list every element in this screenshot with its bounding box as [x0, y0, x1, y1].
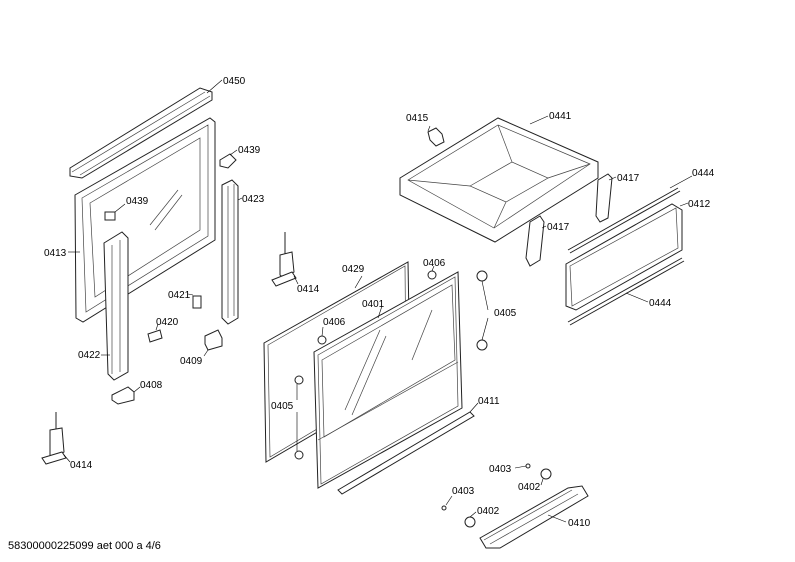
- label-0409: 0409: [180, 356, 203, 367]
- part-0439-clip-right: [219, 149, 238, 169]
- label-0403-lower: 0403: [452, 486, 475, 497]
- part-0417-slide-lower: [525, 215, 547, 267]
- part-0421-clip: [187, 293, 202, 309]
- label-0410: 0410: [568, 518, 591, 529]
- part-0444-rod-upper: [567, 175, 693, 254]
- label-0441: 0441: [549, 111, 572, 122]
- label-0415: 0415: [406, 113, 429, 124]
- label-0444-lower: 0444: [649, 298, 672, 309]
- label-0421: 0421: [168, 290, 191, 301]
- label-0406-glass: 0406: [323, 317, 346, 328]
- part-0405-bumpers-right: [476, 270, 489, 351]
- label-0417-lower: 0417: [547, 222, 570, 233]
- label-0401: 0401: [362, 299, 385, 310]
- label-0402-upper: 0402: [518, 482, 541, 493]
- label-0444-upper: 0444: [692, 168, 715, 179]
- part-0403-screw-lower: [441, 495, 453, 511]
- label-0450: 0450: [223, 76, 246, 87]
- label-0408: 0408: [140, 380, 163, 391]
- part-0420-clip: [147, 323, 163, 343]
- label-0420: 0420: [156, 317, 179, 328]
- part-0414-hinge-left: [41, 412, 71, 465]
- label-0414-right: 0414: [297, 284, 320, 295]
- label-0411: 0411: [478, 396, 500, 407]
- label-0439-left: 0439: [126, 196, 149, 207]
- part-0450-top-rail: [69, 79, 223, 179]
- label-0406-door: 0406: [423, 258, 446, 269]
- part-0422-left-rail: [101, 231, 129, 381]
- part-0403-screw-upper: [514, 463, 531, 469]
- part-0401-outer-door: [313, 271, 463, 489]
- part-0411-strip: [337, 402, 479, 495]
- label-0413: 0413: [44, 248, 67, 259]
- label-0417-upper: 0417: [617, 173, 640, 184]
- part-0402-cap-lower: [464, 511, 477, 528]
- part-0406-bumper-glass: [317, 326, 327, 345]
- part-0423-right-rail: [221, 179, 243, 325]
- part-0408-bracket: [111, 386, 141, 405]
- part-0444-rod-lower: [567, 257, 685, 326]
- part-0412-glass-panel: [565, 202, 689, 311]
- label-0405-right: 0405: [494, 308, 517, 319]
- label-0429: 0429: [342, 264, 365, 275]
- part-0441-drawer-tray: [399, 115, 599, 243]
- label-0422: 0422: [78, 350, 101, 361]
- label-0403-upper: 0403: [489, 464, 512, 475]
- part-0417-slide-upper: [595, 173, 617, 223]
- label-0414-left: 0414: [70, 460, 93, 471]
- part-0406-bumper-door: [427, 265, 437, 280]
- part-0405-bumpers-left: [294, 375, 304, 460]
- document-footer-id: 58300000225099 aet 000 a 4/6: [8, 540, 161, 552]
- part-0413-inner-frame: [68, 117, 216, 323]
- label-0405-left: 0405: [271, 401, 294, 412]
- label-0439-right: 0439: [238, 145, 261, 156]
- part-0410-door-handle: [479, 485, 589, 549]
- part-0402-cap-upper: [540, 468, 552, 486]
- part-0439-clip-left: [104, 203, 126, 221]
- part-0409-bracket: [203, 329, 223, 357]
- label-0402-lower: 0402: [477, 506, 500, 517]
- label-0423: 0423: [242, 194, 265, 205]
- label-0412: 0412: [688, 199, 711, 210]
- part-0415-clip: [427, 125, 445, 147]
- part-0414-hinge-right: [271, 232, 299, 287]
